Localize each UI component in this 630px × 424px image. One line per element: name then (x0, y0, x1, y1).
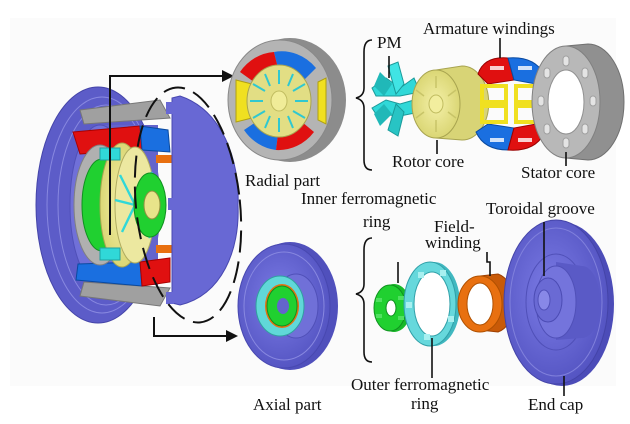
assembled-winding-blue (139, 125, 171, 153)
label-pm: PM (377, 33, 402, 52)
label-radial-part: Radial part (245, 171, 321, 190)
assembled-machine (35, 86, 239, 324)
label-end-cap: End cap (528, 395, 584, 414)
radial-part-illustration (227, 38, 346, 162)
radial-pm-spokes (250, 70, 308, 132)
label-rotor-core: Rotor core (392, 152, 465, 171)
label-armature-windings: Armature windings (423, 19, 555, 38)
label-axial-part: Axial part (253, 395, 322, 414)
outer-ferromagnetic-ring-component (403, 261, 460, 347)
assembled-end-cap-front (171, 95, 239, 306)
label-outer-ring-line1: Outer ferromagnetic (351, 375, 490, 394)
pm-component (371, 61, 421, 137)
arrow-head-axial (226, 330, 238, 342)
arrow-head-radial (222, 70, 234, 82)
label-field-winding-line2: winding (425, 233, 481, 252)
rotor-core-component (411, 65, 490, 141)
arrow-to-radial-part (109, 75, 222, 235)
stator-core-component (531, 43, 625, 161)
field-winding-leader (486, 252, 491, 276)
label-toroidal-groove: Toroidal groove (486, 199, 595, 218)
label-stator-core: Stator core (521, 163, 596, 182)
axial-brace (355, 237, 373, 363)
label-field-winding-line1: Field- (434, 217, 475, 236)
arrow-to-axial-part (153, 317, 228, 337)
label-outer-ring-line2: ring (411, 394, 439, 413)
label-inner-ring-line1: Inner ferromagnetic (301, 189, 437, 208)
end-cap-component (503, 219, 614, 386)
axial-part-dashed-outline (133, 86, 243, 324)
radial-brace (355, 39, 373, 171)
axial-part-illustration (237, 242, 338, 370)
inner-ferromagnetic-ring-component (373, 284, 411, 332)
label-inner-ring-line2: ring (363, 212, 391, 231)
